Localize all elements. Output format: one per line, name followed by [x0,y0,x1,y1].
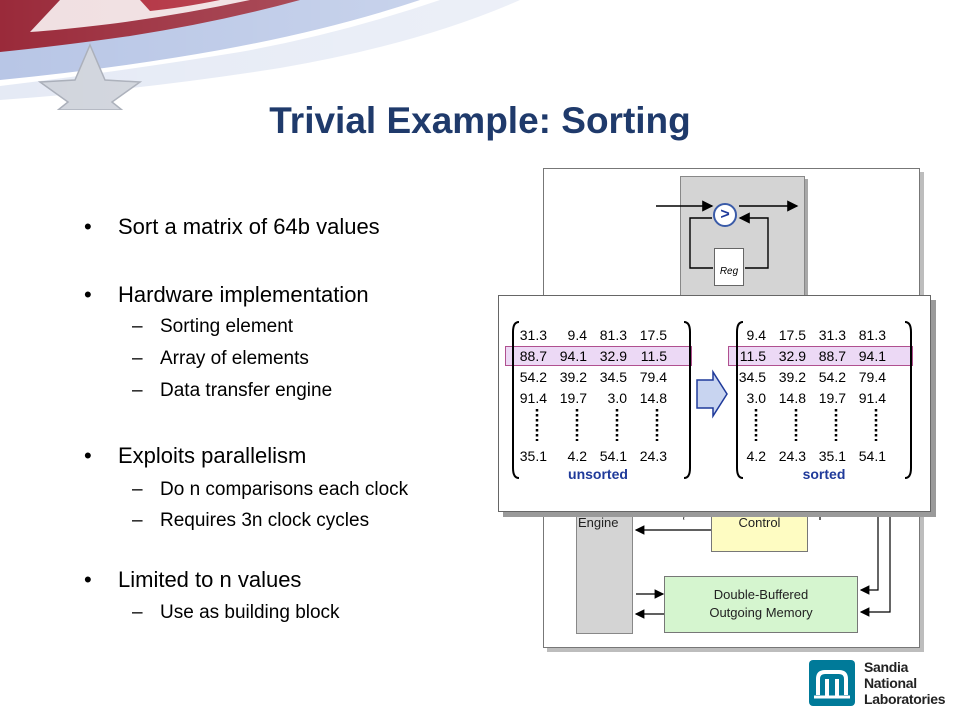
matrix-cell: 91.4 [858,390,886,406]
matrix-cell: 34.5 [599,369,627,385]
matrix-cell: 24.3 [778,448,806,464]
comparator-icon: > [713,203,737,227]
matrix-cell: 39.2 [778,369,806,385]
matrix-cell: 14.8 [778,390,806,406]
matrix-cell: 91.4 [519,390,547,406]
bullet-icon: • [84,214,92,239]
matrix-cell: 17.5 [778,327,806,343]
register-label: Reg [719,266,739,277]
register-block: Reg [714,248,744,286]
matrix-cell: 54.2 [818,369,846,385]
matrix-cell: 32.9 [599,348,627,364]
flag-banner-decoration [0,0,960,110]
bullet-icon: • [84,282,92,307]
outgoing-memory-label: Double-Buffered Outgoing Memory [709,587,813,620]
matrix-cell: 32.9 [778,348,806,364]
matrix-cell: 19.7 [818,390,846,406]
bullet-icon: • [84,567,92,592]
matrix-cell: 4.2 [567,448,587,464]
matrix-cell: 17.5 [639,327,667,343]
engine-label: Engine [578,515,619,530]
matrix-cell: 19.7 [559,390,587,406]
slide-title: Trivial Example: Sorting [269,100,691,141]
matrix-cell: 94.1 [858,348,886,364]
matrix-cell: 35.1 [519,448,547,464]
matrix-cell: 3.0 [607,390,627,406]
matrix-cell: 54.1 [599,448,627,464]
matrix-cell: 35.1 [818,448,846,464]
matrix-cell: 54.1 [858,448,886,464]
matrix-label: sorted [802,466,846,482]
matrix-cell: 14.8 [639,390,667,406]
logo-text-line: Laboratories [864,691,946,707]
matrix-cell: 81.3 [858,327,886,343]
matrix-cell: 94.1 [559,348,587,364]
matrix-cell: 79.4 [858,369,886,385]
matrix-cell: 34.5 [738,369,766,385]
matrix-cell: 24.3 [639,448,667,464]
logo-text-line: National [864,675,917,691]
matrix-cell: 9.4 [567,327,587,343]
logo-text-line: Sandia [864,659,909,675]
highlighted-row-band [728,346,913,366]
bullet-icon: • [84,443,92,468]
matrix-cell: 11.5 [640,348,667,364]
matrix-cell: 81.3 [599,327,627,343]
matrix-cell: 88.7 [519,348,547,364]
matrix-cell: 54.2 [519,369,547,385]
matrix-cell: 31.3 [519,327,547,343]
matrix-cell: 88.7 [818,348,846,364]
matrix-cell: 3.0 [746,390,766,406]
matrix-cell: 4.2 [746,448,766,464]
sandia-logo-icon [809,660,855,706]
matrix-label: unsorted [568,466,628,482]
matrix-cell: 79.4 [639,369,667,385]
highlighted-row-band [505,346,692,366]
matrix-cell: 11.5 [739,348,766,364]
matrix-cell: 9.4 [746,327,766,343]
control-label: Control [738,515,781,530]
matrix-cell: 31.3 [818,327,846,343]
matrix-cell: 39.2 [559,369,587,385]
outgoing-memory-block [664,576,858,633]
